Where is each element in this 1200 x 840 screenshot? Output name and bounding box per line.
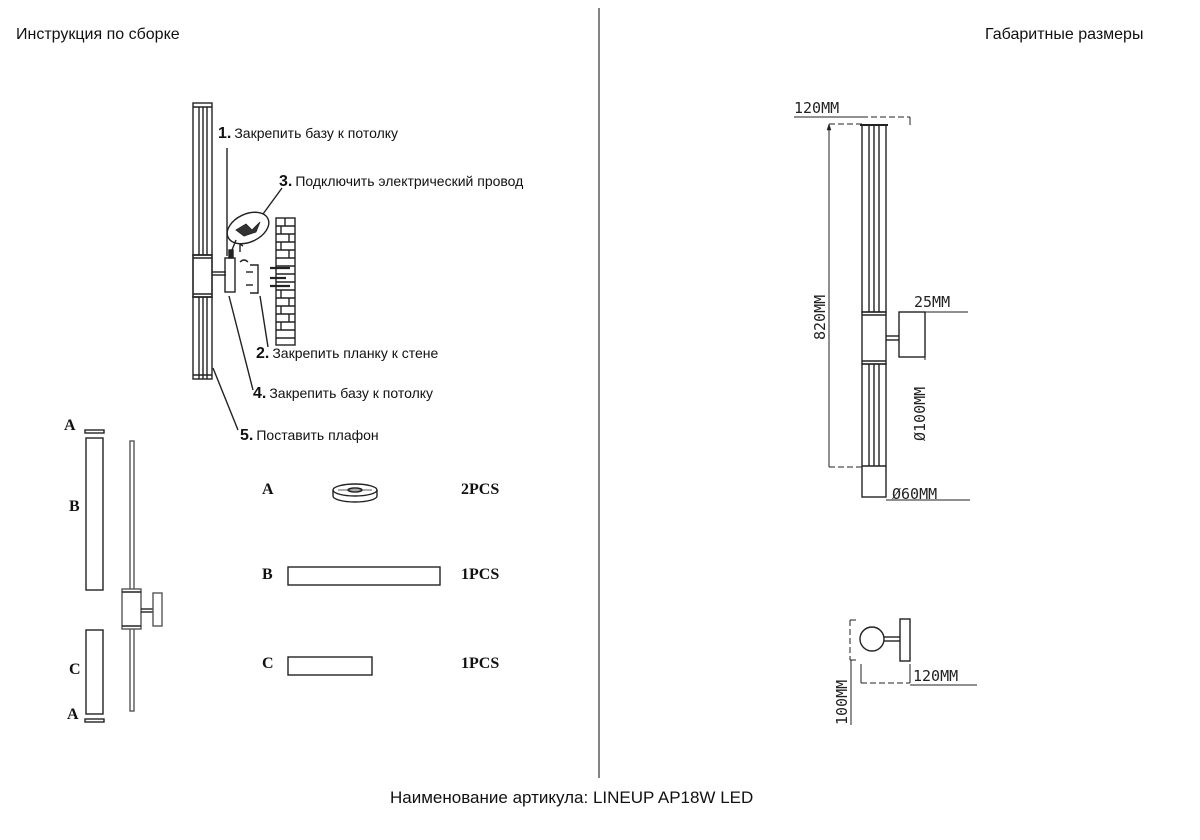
step-text: Подключить электрический провод bbox=[295, 173, 524, 189]
dimension-drawing bbox=[794, 116, 977, 725]
step-1: 1.Закрепить базу к потолку bbox=[218, 125, 398, 143]
dimensions-title: Габаритные размеры bbox=[985, 26, 1144, 43]
part-letter-b: B bbox=[262, 566, 273, 583]
dim-side-width: 120MM bbox=[913, 667, 959, 685]
step-number: 1. bbox=[218, 125, 232, 142]
article-name: Наименование артикула: LINEUP AP18W LED bbox=[390, 788, 754, 807]
assembly-lamp-illustration bbox=[192, 102, 296, 431]
dim-side-height: 100MM bbox=[833, 679, 851, 725]
dim-base-depth: 25MM bbox=[914, 293, 951, 311]
part-qty-b: 1PCS bbox=[461, 566, 500, 583]
exploded-view-illustration bbox=[84, 429, 163, 723]
part-letter-a: A bbox=[262, 481, 274, 498]
step-number: 4. bbox=[253, 385, 267, 402]
exploded-label-a-bottom: A bbox=[67, 706, 79, 723]
dim-height: 820MM bbox=[811, 294, 829, 340]
step-text: Закрепить базу к потолку bbox=[269, 385, 434, 401]
parts-illustrations bbox=[287, 483, 441, 676]
step-4: 4.Закрепить базу к потолку bbox=[253, 385, 433, 403]
exploded-label-b: B bbox=[69, 498, 80, 515]
part-qty-a: 2PCS bbox=[461, 481, 500, 498]
exploded-label-c: C bbox=[69, 661, 81, 678]
step-3: 3.Подключить электрический провод bbox=[279, 173, 523, 191]
part-letter-c: C bbox=[262, 655, 274, 672]
dim-width-top: 120MM bbox=[794, 99, 840, 117]
dim-base-diameter: Ø100MM bbox=[911, 386, 929, 441]
step-number: 2. bbox=[256, 345, 270, 362]
part-qty-c: 1PCS bbox=[461, 655, 500, 672]
step-2: 2.Закрепить планку к стене bbox=[256, 345, 438, 363]
assembly-instructions-title: Инструкция по сборке bbox=[16, 26, 180, 43]
step-text: Поставить плафон bbox=[256, 427, 379, 443]
step-text: Закрепить базу к потолку bbox=[234, 125, 399, 141]
step-5: 5.Поставить плафон bbox=[240, 427, 379, 445]
exploded-label-a-top: A bbox=[64, 417, 76, 434]
step-number: 5. bbox=[240, 427, 254, 444]
step-number: 3. bbox=[279, 173, 293, 190]
dim-tube-diameter: Ø60MM bbox=[892, 485, 938, 503]
step-text: Закрепить планку к стене bbox=[272, 345, 439, 361]
